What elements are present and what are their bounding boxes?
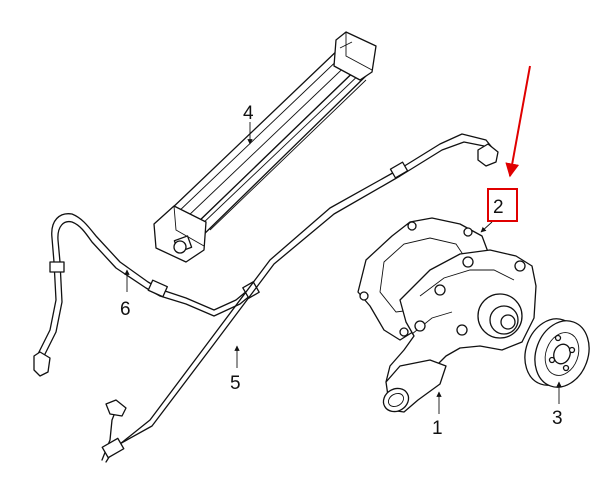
callout-label-6: 6 — [120, 299, 131, 320]
cooler-line-6-part — [33, 213, 260, 377]
callout-label-3: 3 — [552, 408, 563, 429]
callout-label-2: 2 — [493, 197, 504, 218]
callout-label-1: 1 — [432, 418, 443, 439]
cooler-line-5-part — [101, 133, 499, 463]
callout-label-5: 5 — [230, 373, 241, 394]
water-pump-part — [382, 249, 537, 413]
leader-lines — [124, 122, 562, 414]
callout-label-4: 4 — [243, 103, 254, 124]
oil-cooler-part — [153, 31, 377, 263]
callout-2-highlight — [487, 65, 531, 222]
pulley-part — [524, 318, 590, 388]
